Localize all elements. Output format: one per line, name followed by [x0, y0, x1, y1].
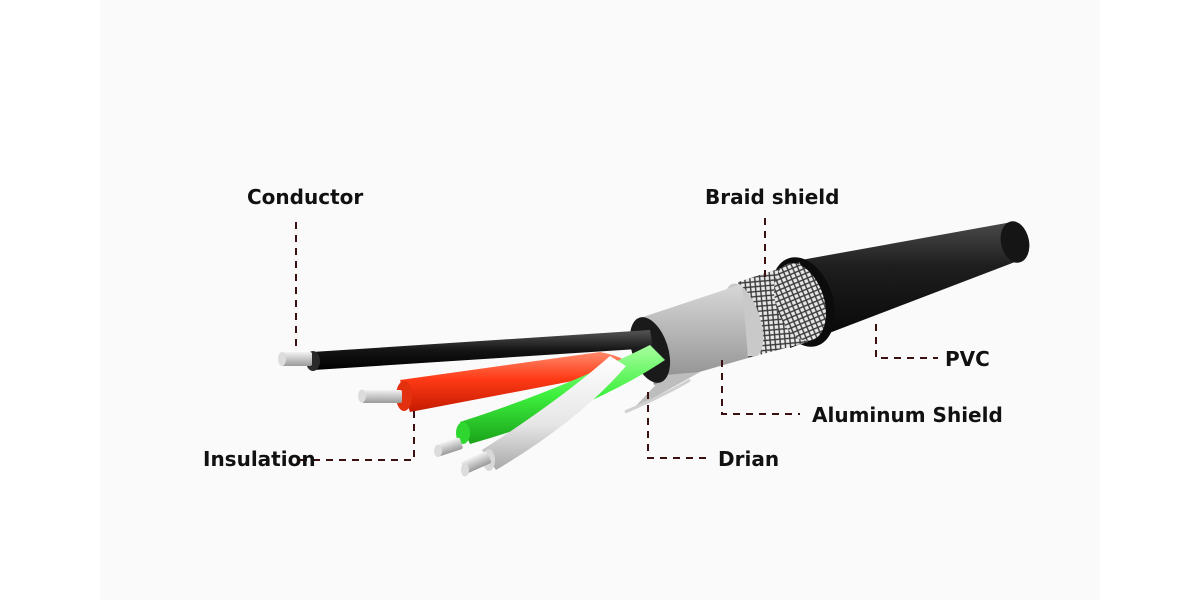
red-wire — [358, 352, 627, 412]
drain-leader — [647, 392, 712, 459]
conductor-label: Conductor — [247, 185, 364, 209]
braid-shield-label: Braid shield — [705, 185, 840, 209]
diagram-background — [100, 0, 1100, 600]
leader-lines — [295, 218, 938, 461]
drain-label: Drian — [718, 447, 780, 471]
aluminum-shield-label: Aluminum Shield — [812, 403, 1003, 427]
pvc-leader — [875, 324, 938, 359]
black-wire — [278, 330, 653, 371]
insulation-label: Insulation — [203, 447, 316, 471]
pvc-label: PVC — [945, 347, 990, 371]
drain-wire — [624, 378, 691, 414]
insulation-leader — [300, 410, 415, 461]
white-wire — [461, 356, 626, 477]
aluminum-shield-leader — [721, 360, 800, 415]
